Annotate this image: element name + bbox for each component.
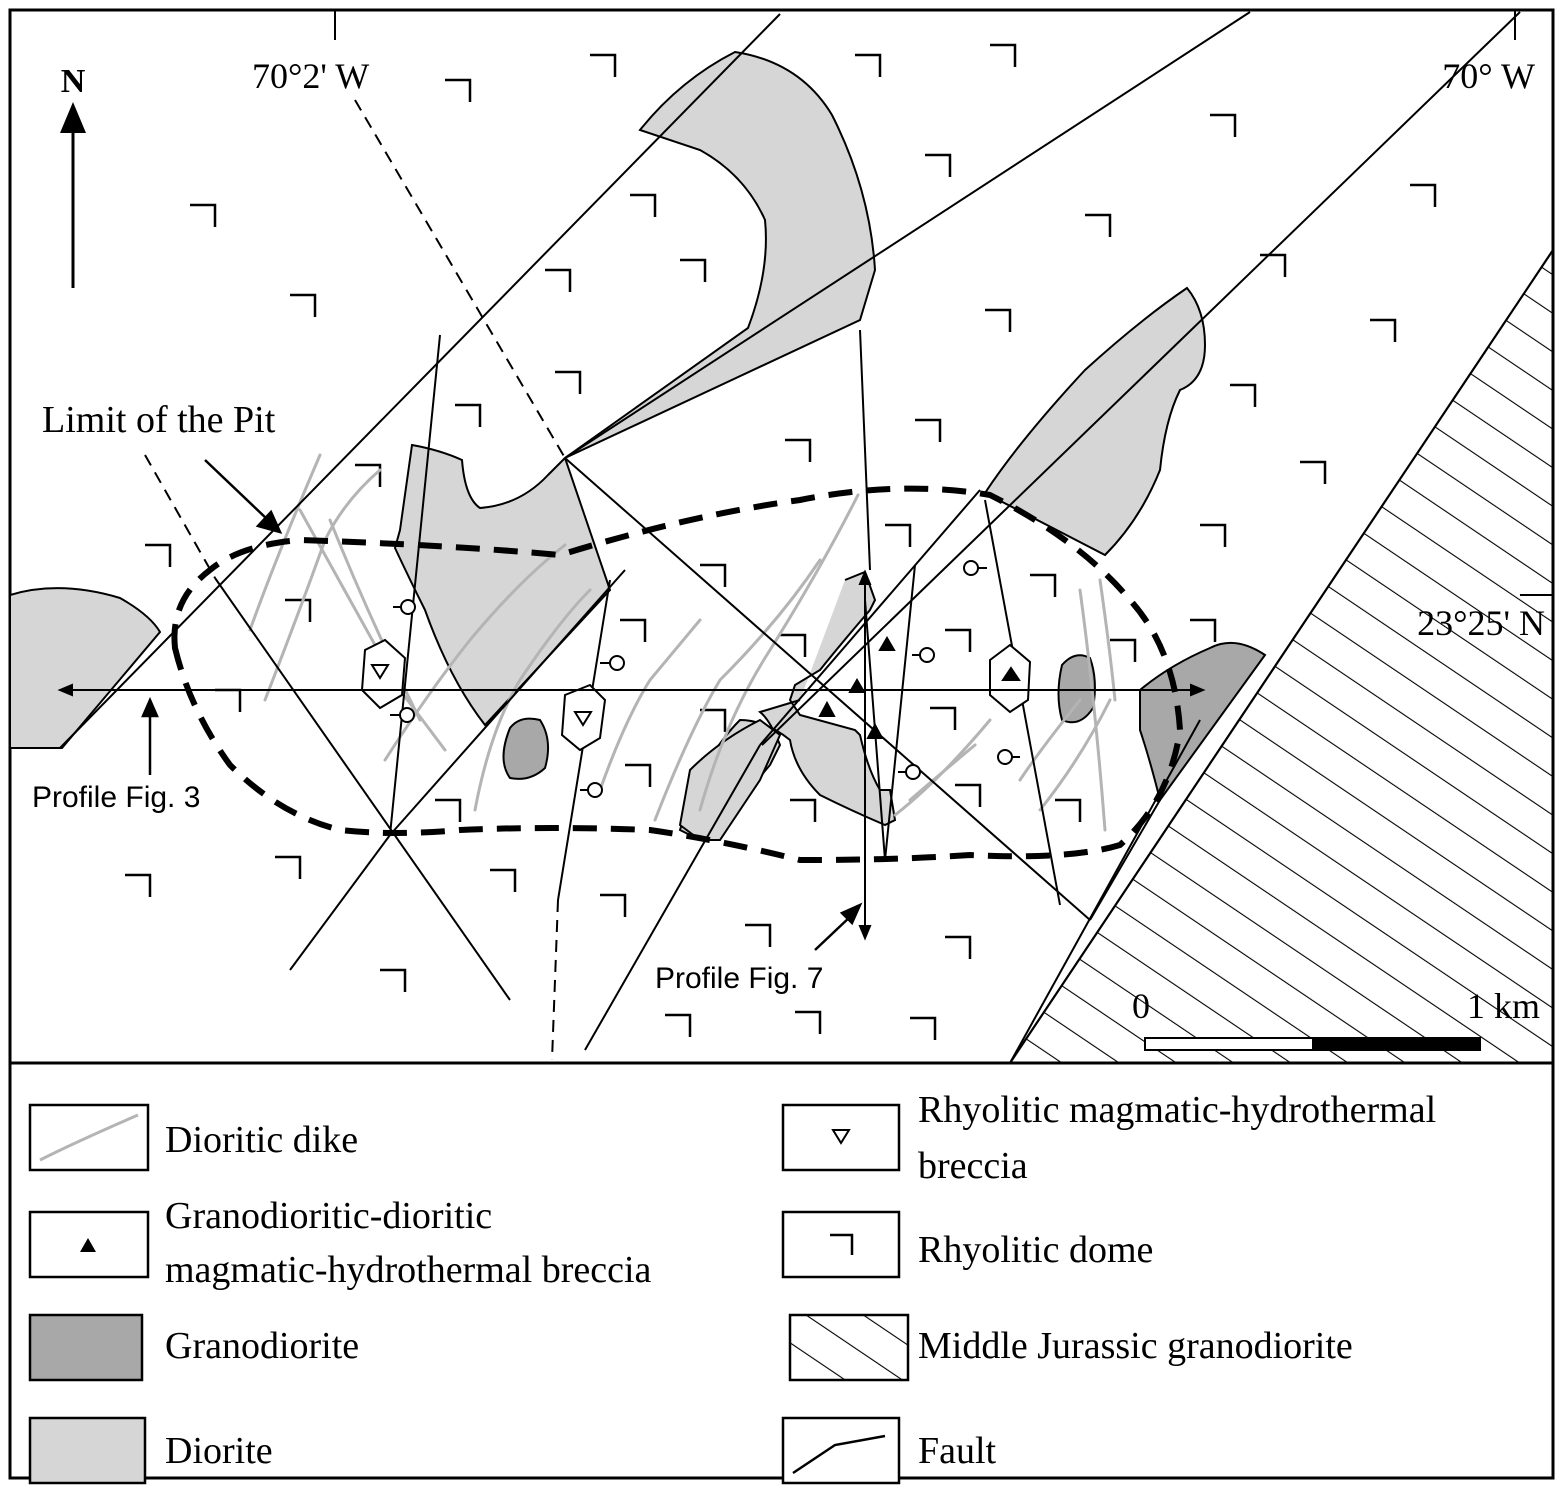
- diorite-arc: [393, 50, 877, 727]
- profile-fig3-line: [57, 683, 1206, 697]
- faults: [59, 11, 1521, 1063]
- granodiorite-west: [502, 717, 550, 780]
- legend-item-granodioritic-breccia: Granodioritic-dioritic magmatic-hydrothe…: [28, 1195, 652, 1291]
- svg-text:Fault: Fault: [918, 1430, 997, 1472]
- north-label: N: [61, 63, 86, 100]
- scale-end-label: 1 km: [1467, 986, 1540, 1026]
- pit-limit: [171, 485, 1184, 864]
- legend-item-granodiorite: Granodiorite: [28, 1313, 359, 1382]
- fault-dip-markers: [390, 560, 1020, 798]
- svg-text:Rhyolitic dome: Rhyolitic dome: [918, 1229, 1153, 1271]
- profile-fig7-line: [858, 569, 872, 941]
- pit-limit-label: Limit of the Pit: [42, 399, 276, 441]
- diorite-bodies: [10, 50, 1207, 842]
- inferred-faults: [144, 99, 566, 1061]
- diorite-west: [10, 587, 162, 749]
- scale-start-label: 0: [1132, 986, 1150, 1026]
- scale-bar: [1144, 1037, 1481, 1051]
- legend-item-diorite: Diorite: [28, 1416, 273, 1485]
- longitude-west-label: 70°2' W: [252, 56, 369, 96]
- svg-text:Middle Jurassic granodiorite: Middle Jurassic granodiorite: [918, 1325, 1353, 1367]
- rhyolitic-dome-symbols: [125, 43, 1437, 1040]
- legend-item-fault: Fault: [781, 1416, 997, 1485]
- legend-item-rhyolitic-dome: Rhyolitic dome: [781, 1210, 1153, 1279]
- diorite-east: [983, 286, 1207, 557]
- legend-item-rhyolitic-breccia: Rhyolitic magmatic-hydrothermal breccia: [781, 1089, 1436, 1187]
- legend-item-middle-jurassic: Middle Jurassic granodiorite: [788, 1313, 1353, 1382]
- pointer-arrows: [141, 459, 863, 951]
- svg-text:Diorite: Diorite: [165, 1430, 273, 1472]
- coordinate-ticks: [334, 10, 1553, 596]
- svg-text:breccia: breccia: [918, 1145, 1028, 1187]
- profile-fig3-label: Profile Fig. 3: [32, 781, 200, 814]
- latitude-label: 23°25' N: [1417, 603, 1545, 643]
- svg-text:Dioritic dike: Dioritic dike: [165, 1119, 358, 1161]
- legend-item-dioritic-dike: Dioritic dike: [28, 1103, 358, 1172]
- legend: Dioritic dike Granodioritic-dioritic mag…: [28, 1089, 1436, 1485]
- svg-text:Granodiorite: Granodiorite: [165, 1325, 359, 1367]
- longitude-east-label: 70° W: [1442, 56, 1535, 96]
- svg-text:Granodioritic-dioritic: Granodioritic-dioritic: [165, 1195, 492, 1237]
- profile-fig7-label: Profile Fig. 7: [655, 962, 823, 995]
- north-arrow: [60, 102, 86, 288]
- svg-text:Rhyolitic magmatic-hydrotherma: Rhyolitic magmatic-hydrothermal: [918, 1089, 1436, 1131]
- diorite-south: [678, 718, 782, 841]
- svg-text:magmatic-hydrothermal breccia: magmatic-hydrothermal breccia: [165, 1249, 652, 1291]
